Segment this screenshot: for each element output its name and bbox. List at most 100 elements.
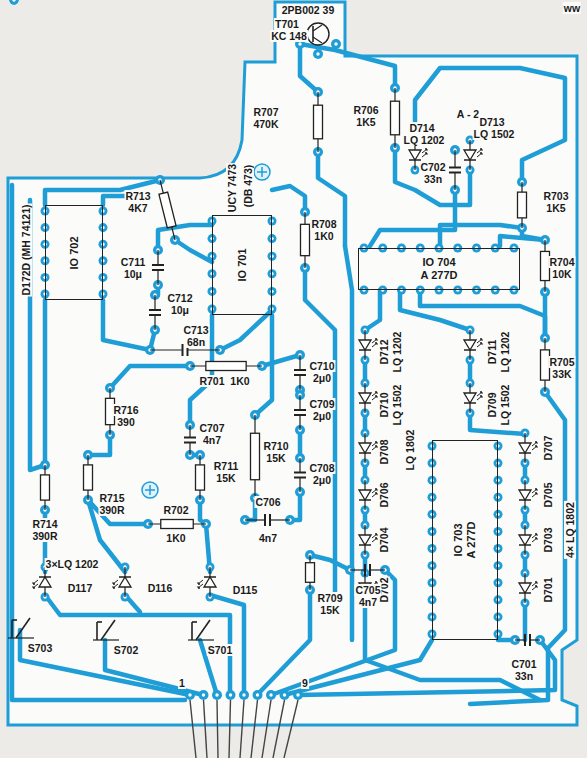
drill-hole [298,42,301,45]
resistor-symbol [84,465,93,490]
resistor-symbol [251,433,260,479]
switch-lever [16,618,30,638]
capacitor-lead [189,443,190,456]
drill-hole [12,0,15,2]
solder-pad [494,630,503,639]
led-bar [359,499,371,501]
solder-pad [293,690,303,700]
resistor-symbol [301,224,310,255]
drill-hole [270,219,273,222]
part-name: R706 [352,104,379,116]
capacitor-symbol [515,634,540,646]
part-value: LQ 1202 [499,331,511,374]
drill-hole [215,693,218,696]
led-symbol [359,433,377,463]
led-bar [519,544,531,546]
led-symbol [519,525,537,555]
led-body [519,490,531,500]
capacitor-plate [264,514,266,526]
led-body [519,443,531,453]
drill-hole [316,52,319,55]
light-arrow [477,339,482,343]
light-arrow [113,584,118,588]
drill-hole [496,513,499,516]
copper-trace [365,290,380,330]
drill-hole [496,461,499,464]
copper-trace [105,640,203,695]
transistor-symbol [307,23,329,45]
part-value: LQ 1502 [499,384,511,427]
cable-wire [273,700,285,758]
capacitor-lead [299,478,300,493]
switch-base [188,639,214,640]
part-name: T701 [274,18,300,30]
led-bar [359,452,371,454]
copper-trace [284,640,432,695]
capacitor-plate [369,564,371,576]
solder-pad [199,690,209,700]
led-body [464,150,476,160]
solder-pad [494,442,503,451]
capacitor-symbol [152,250,164,285]
led-body [359,443,371,453]
drill-hole [381,288,384,291]
copper-trace [415,68,565,182]
mounting-hole [254,164,270,180]
drill-hole [101,243,104,246]
drill-hole [496,581,499,584]
solder-pad [378,286,387,295]
part-name: R708 [310,218,337,230]
part-name: R702 [162,504,189,516]
part-value: 1K0 [229,375,250,387]
light-arrow [477,343,482,347]
part-name: D707 [542,434,554,461]
capacitor-plate [182,344,184,356]
solder-pad [494,476,503,485]
part-value: LQ 1802 [404,429,416,472]
copper-trace [272,186,305,212]
part-name: D115 [232,584,259,596]
ic-outline: IO 702 [45,205,103,300]
resistor-symbol [206,362,246,371]
cable-wire [229,700,231,758]
part-name: C711 [120,256,147,268]
capacitor-lead [150,349,183,350]
copper-trace [420,290,545,338]
drill-hole [400,288,403,291]
resistor-symbol [196,465,205,490]
capacitor-plate [529,634,531,646]
light-arrow [198,584,203,588]
part-value: 33n [514,670,534,682]
led-body [359,490,371,500]
solder-pad [268,287,277,296]
capacitor-lead [370,569,385,570]
solder-pad [494,612,503,621]
solder-pad [99,240,108,249]
light-arrow [372,343,377,347]
solder-pad [331,39,341,49]
cable-wire [190,700,196,758]
light-arrow [372,538,377,542]
led-bar [464,402,476,404]
solder-pad [226,690,236,700]
light-arrow [372,446,377,450]
part-name: R716 [112,404,139,416]
part-value: 68n [186,336,206,348]
led-bar [359,349,371,351]
solder-pad [253,690,263,700]
part-name: R701 [198,375,225,387]
light-arrow [477,396,482,400]
led-bar [359,402,371,404]
capacitor-lead [454,150,455,168]
part-value: 1 [178,677,186,689]
drill-hole [456,288,459,291]
led-body [464,340,476,350]
solder-pad [360,286,369,295]
led-symbol [359,480,377,510]
capacitor-symbol [294,355,306,390]
switch-base [93,639,119,640]
solder-pad [435,286,444,295]
capacitor-plate [294,374,306,376]
copper-trace [43,300,48,465]
capacitor-lead [157,250,158,265]
